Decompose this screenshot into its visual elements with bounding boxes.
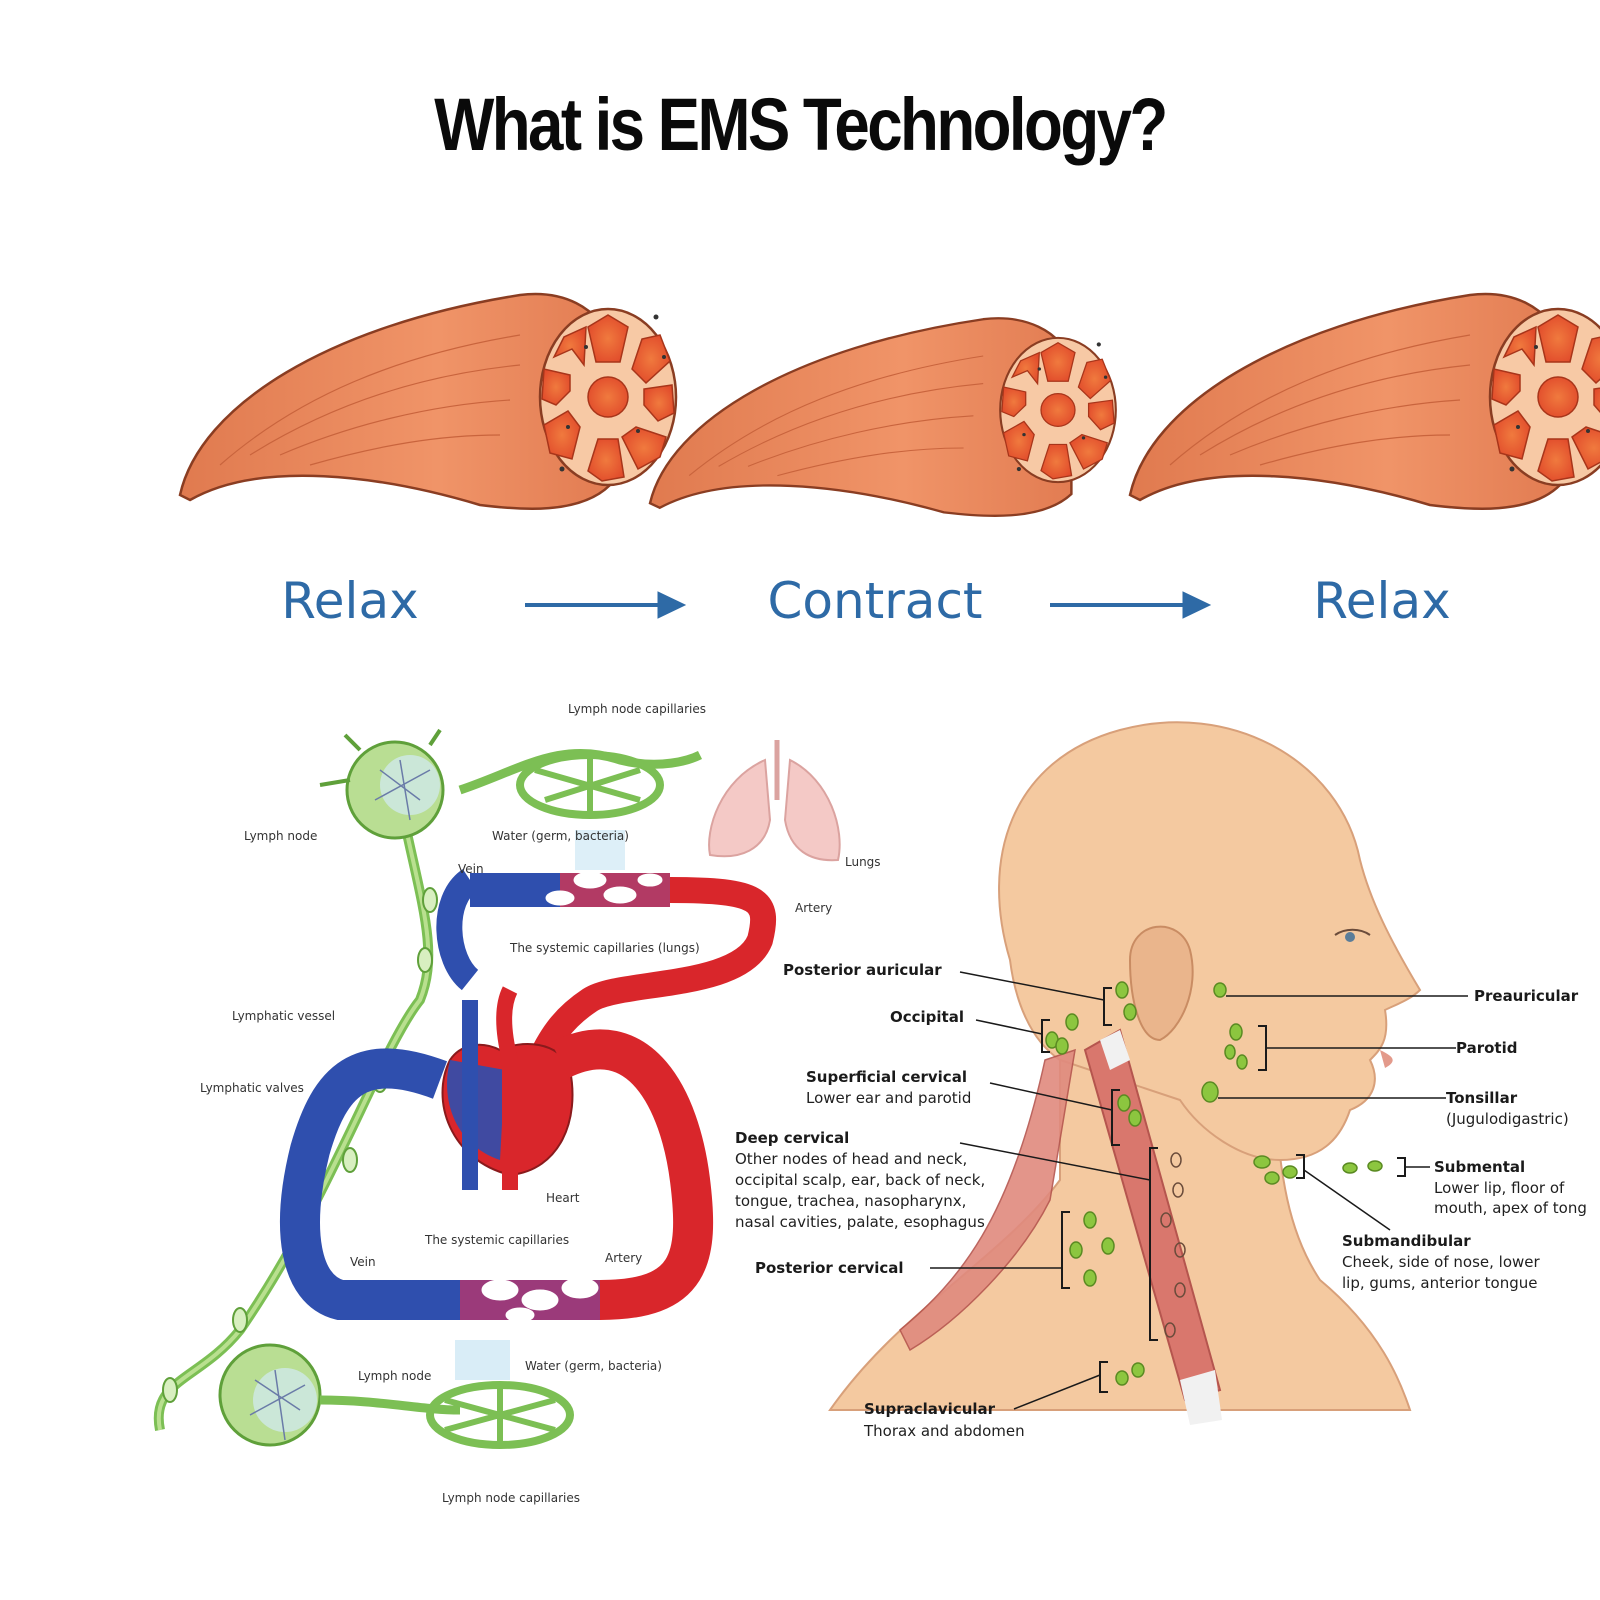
label-systemic-capillaries: The systemic capillaries [424,1233,569,1247]
desc-submental-2: mouth, apex of tong [1434,1199,1587,1217]
muscle-relax-2 [1128,292,1600,511]
label-tonsillar: Tonsillar [1446,1089,1518,1107]
desc-submental-1: Lower lip, floor of [1434,1179,1565,1197]
lymph-node-top [319,728,445,840]
label-heart: Heart [546,1191,580,1205]
lymph-capillaries-top [458,748,703,819]
lymph-node-bottom [218,1343,322,1447]
desc-submandibular-2: lip, gums, anterior tongue [1342,1274,1537,1292]
label-lymph-node-top: Lymph node [244,829,317,843]
desc-deep-cervical-1: Other nodes of head and neck, [735,1150,967,1168]
desc-deep-cervical-2: occipital scalp, ear, back of neck, [735,1171,985,1189]
desc-supraclavicular: Thorax and abdomen [863,1422,1025,1440]
lymph-capillaries-bottom [319,1381,574,1449]
label-posterior-auricular: Posterior auricular [783,961,942,979]
label-preauricular: Preauricular [1474,987,1579,1005]
desc-submandibular-1: Cheek, side of nose, lower [1342,1253,1540,1271]
label-artery-bottom: Artery [605,1251,642,1265]
label-water-top: Water (germ, bacteria) [492,829,629,843]
label-lymphatic-valves: Lymphatic valves [200,1081,304,1095]
stage-label-relax-2: Relax [1313,572,1451,630]
label-deep-cervical: Deep cervical [735,1129,849,1147]
stage-label-relax-1: Relax [281,572,419,630]
page-title: What is EMS Technology? [434,83,1168,166]
label-vein-bottom: Vein [350,1255,376,1269]
circulation-diagram: Lymph node capillaries Lymph node Water … [153,702,881,1505]
desc-deep-cervical-4: nasal cavities, palate, esophagus [735,1213,985,1231]
label-posterior-cervical: Posterior cervical [755,1259,904,1277]
label-superficial-cervical: Superficial cervical [806,1068,967,1086]
label-artery-top: Artery [795,901,832,915]
label-lymphatic-vessel: Lymphatic vessel [232,1009,335,1023]
lungs-illustration [708,740,841,862]
label-parotid: Parotid [1456,1039,1517,1057]
label-occipital: Occipital [890,1008,964,1026]
label-lymph-node-bottom: Lymph node [358,1369,431,1383]
desc-tonsillar: (Jugulodigastric) [1446,1110,1569,1128]
arrow-icon [525,591,687,619]
label-vein-top: Vein [458,862,484,876]
heart-illustration [441,986,574,1190]
label-lymph-node-capillaries-bottom: Lymph node capillaries [442,1491,580,1505]
label-supraclavicular: Supraclavicular [864,1400,996,1418]
desc-superficial-cervical: Lower ear and parotid [806,1089,971,1107]
muscle-contract [648,317,1117,518]
label-water-bottom: Water (germ, bacteria) [525,1359,662,1373]
desc-deep-cervical-3: tongue, trachea, nasopharynx, [735,1192,966,1210]
muscle-relax-1 [178,292,678,511]
arrow-icon [1050,591,1212,619]
label-lymph-node-capillaries-top: Lymph node capillaries [568,702,706,716]
stage-label-contract: Contract [767,572,983,630]
label-submandibular: Submandibular [1342,1232,1471,1250]
label-systemic-capillaries-lungs: The systemic capillaries (lungs) [509,941,700,955]
head-neck-diagram: Posterior auricular Occipital Superficia… [735,721,1587,1440]
label-lungs: Lungs [845,855,881,869]
label-submental: Submental [1434,1158,1525,1176]
